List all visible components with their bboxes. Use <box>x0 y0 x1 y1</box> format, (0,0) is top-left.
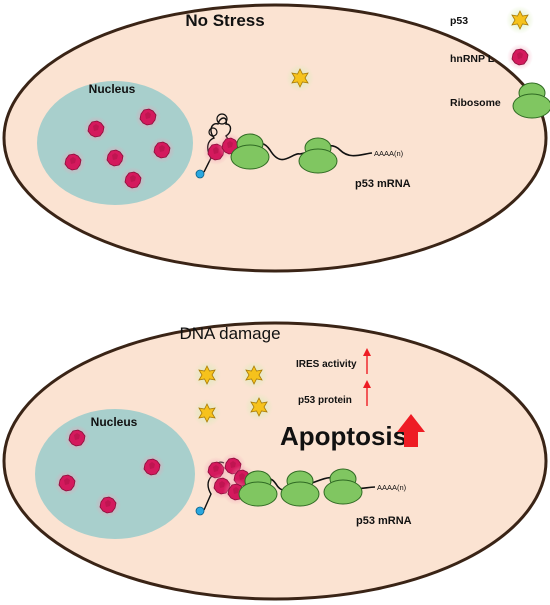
hnrnp-l-icon <box>138 453 166 481</box>
top-nucleus-label: Nucleus <box>89 82 136 96</box>
top-cell <box>2 3 548 273</box>
hnrnp-l-icon <box>119 166 147 194</box>
legend-ribosome-label: Ribosome <box>450 97 501 109</box>
legend: p53 hnRNP L Ribosome <box>450 5 550 119</box>
top-polya-label: AAAA(n) <box>374 149 404 158</box>
top-panel: No Stress Nucleus AAAA(n) p53 mRNA <box>2 3 548 273</box>
bottom-nucleus-label: Nucleus <box>91 415 138 429</box>
hnrnp-l-icon <box>148 136 176 164</box>
up-arrow-icon <box>363 380 371 406</box>
legend-p53-label: p53 <box>450 15 468 27</box>
bottom-panel-title: DNA damage <box>179 324 280 343</box>
cap-icon <box>195 169 205 179</box>
hnrnp-l-icon <box>53 469 81 497</box>
apoptosis-indicator: Apoptosis <box>280 414 425 451</box>
p53-protein-indicator: p53 protein <box>298 380 371 406</box>
ires-activity-label: IRES activity <box>296 359 357 370</box>
top-mrna-label: p53 mRNA <box>355 178 411 190</box>
p53-icon <box>285 63 315 93</box>
bottom-mrna: AAAA(n) p53 mRNA <box>195 452 412 527</box>
up-arrow-icon <box>363 348 371 374</box>
hnrnp-l-icon <box>59 148 87 176</box>
p53-protein-label: p53 protein <box>298 395 352 406</box>
hnrnp-l-icon <box>101 144 129 172</box>
legend-hnrnp-label: hnRNP L <box>450 53 495 65</box>
p53-star-icon <box>505 5 535 35</box>
p53-icon <box>192 398 222 428</box>
hnrnp-l-icon <box>63 424 91 452</box>
p53-icon <box>244 392 274 422</box>
top-mrna: AAAA(n) p53 mRNA <box>195 113 411 190</box>
hnrnp-l-icon <box>94 491 122 519</box>
big-up-arrow-icon <box>397 414 425 447</box>
hnrnp-l-icon <box>134 103 162 131</box>
p53-icon <box>239 360 269 390</box>
cap-icon <box>195 506 205 516</box>
bottom-panel: DNA damage Nucleus AAAA <box>2 321 548 601</box>
top-panel-title: No Stress <box>185 11 264 30</box>
p53-icon <box>192 360 222 390</box>
apoptosis-label: Apoptosis <box>280 421 407 451</box>
hnrnp-l-blob-icon <box>506 43 534 71</box>
bottom-polya-label: AAAA(n) <box>377 483 407 492</box>
ires-activity-indicator: IRES activity <box>296 348 371 374</box>
hnrnp-l-icon <box>82 115 110 143</box>
bottom-mrna-label: p53 mRNA <box>356 515 412 527</box>
